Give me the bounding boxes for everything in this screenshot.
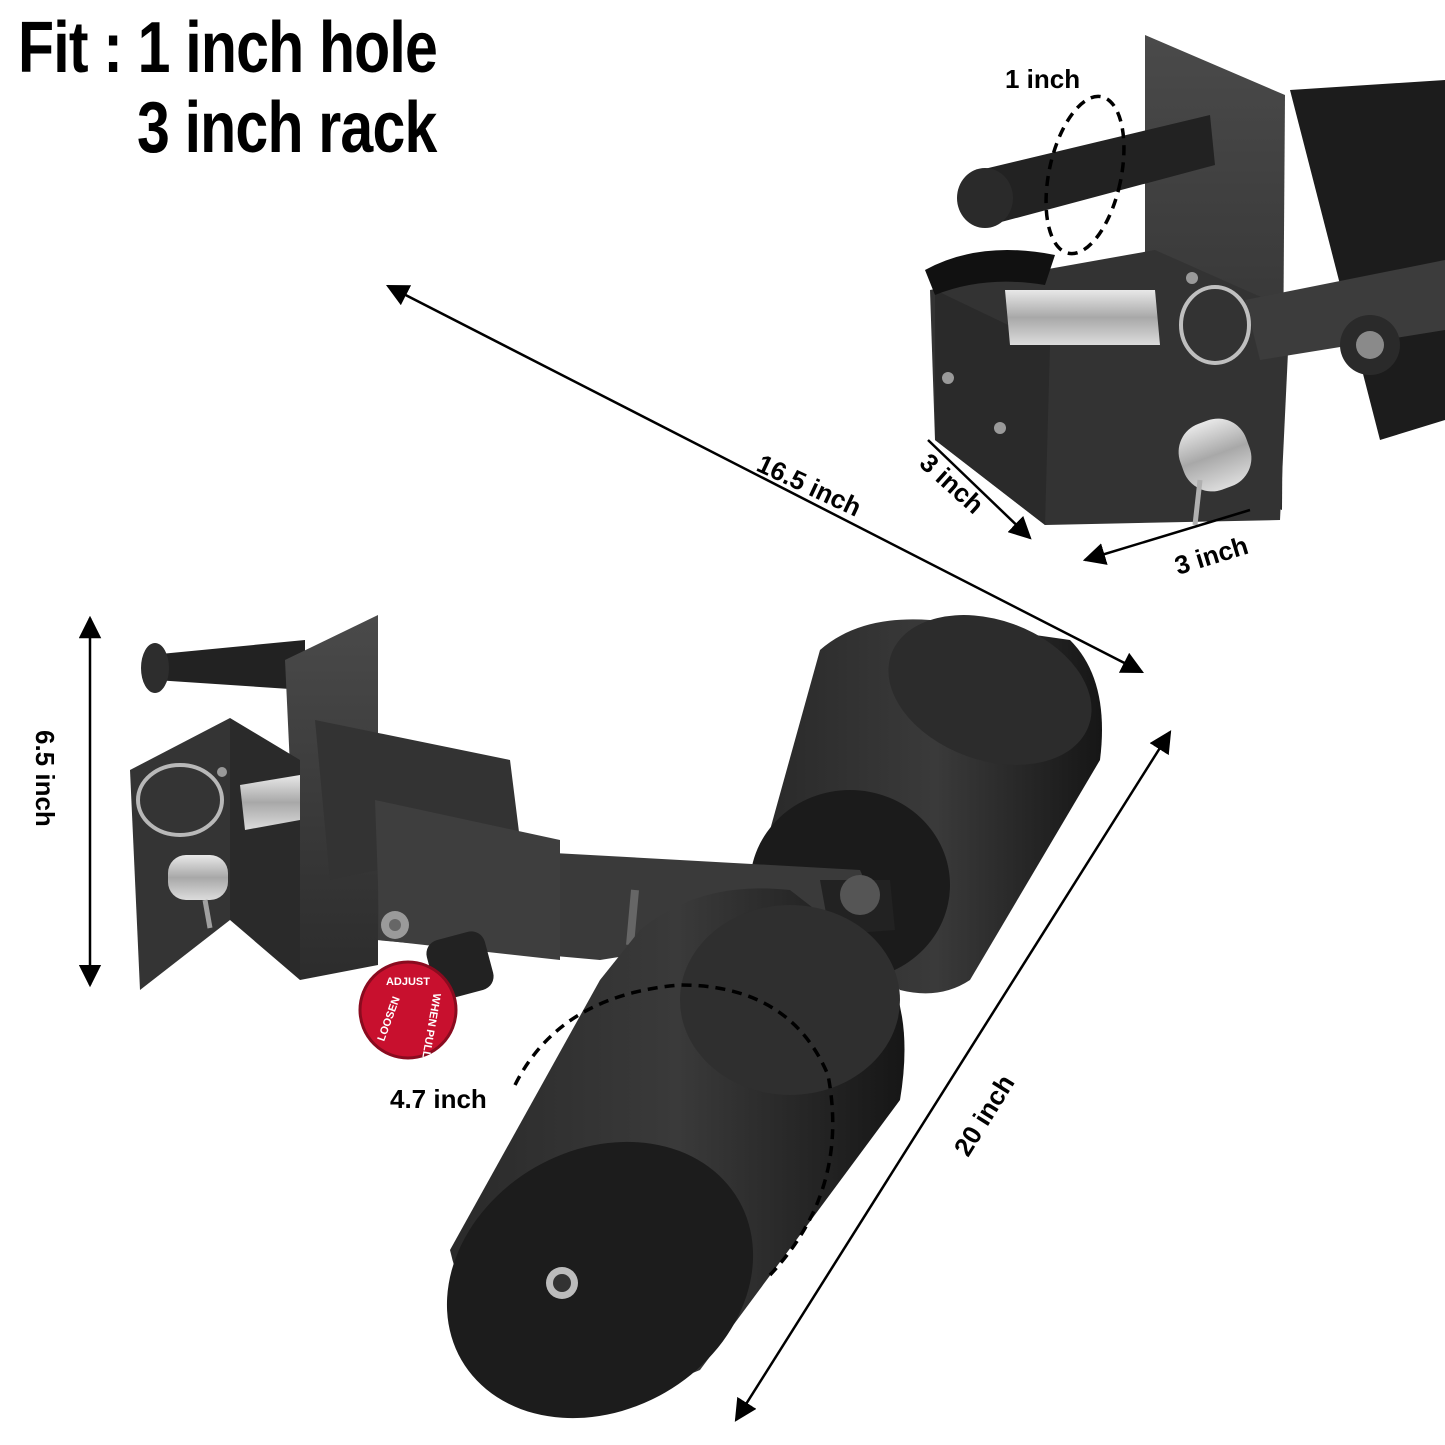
label-hole: 1 inch xyxy=(1005,64,1080,94)
length-arrow xyxy=(385,284,1145,674)
hole-indicator xyxy=(1044,94,1126,256)
detail-sleeve xyxy=(1005,290,1160,345)
label-length: 16.5 inch xyxy=(752,448,866,522)
knob-label-adjust: ADJUST xyxy=(386,976,430,988)
adjust-knob: ADJUST LOOSEN WHEN PULL xyxy=(358,931,494,1060)
label-height: 6.5 inch xyxy=(30,730,60,827)
dimension-arrows xyxy=(78,284,1251,1422)
main-view: ADJUST LOOSEN WHEN PULL xyxy=(130,615,1102,1419)
detail-peg xyxy=(980,115,1215,225)
label-pad-diameter: 4.7 inch xyxy=(390,1084,487,1114)
label-pad-length: 20 inch xyxy=(948,1069,1021,1161)
pad-length-arrow xyxy=(734,730,1172,1422)
depth-arrow xyxy=(927,439,1032,540)
headline-fit: Fit : 1 inch hole xyxy=(18,8,438,88)
headline-rack: 3 inch rack xyxy=(137,88,437,168)
label-width: 3 inch xyxy=(1171,530,1252,581)
detail-pad xyxy=(1290,80,1445,440)
main-peg xyxy=(150,640,305,690)
width-arrow xyxy=(1082,508,1251,565)
detail-view xyxy=(925,35,1445,526)
main-bracket xyxy=(130,718,230,990)
